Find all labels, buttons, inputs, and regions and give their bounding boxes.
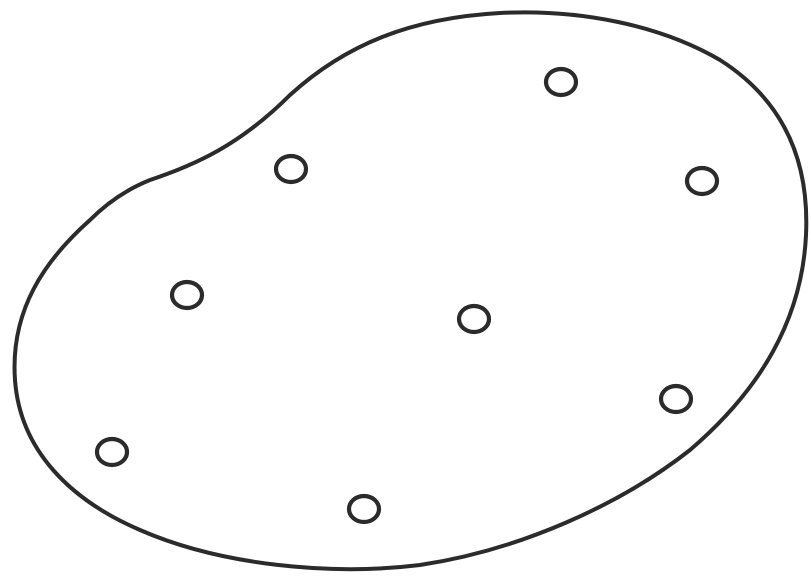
dot [276, 156, 306, 182]
dot [172, 282, 202, 308]
dot [349, 496, 379, 522]
dot [687, 168, 717, 194]
dot [459, 306, 489, 332]
dot [661, 386, 691, 412]
dot [546, 69, 576, 95]
dot [97, 439, 127, 465]
potato-outline [15, 12, 807, 569]
